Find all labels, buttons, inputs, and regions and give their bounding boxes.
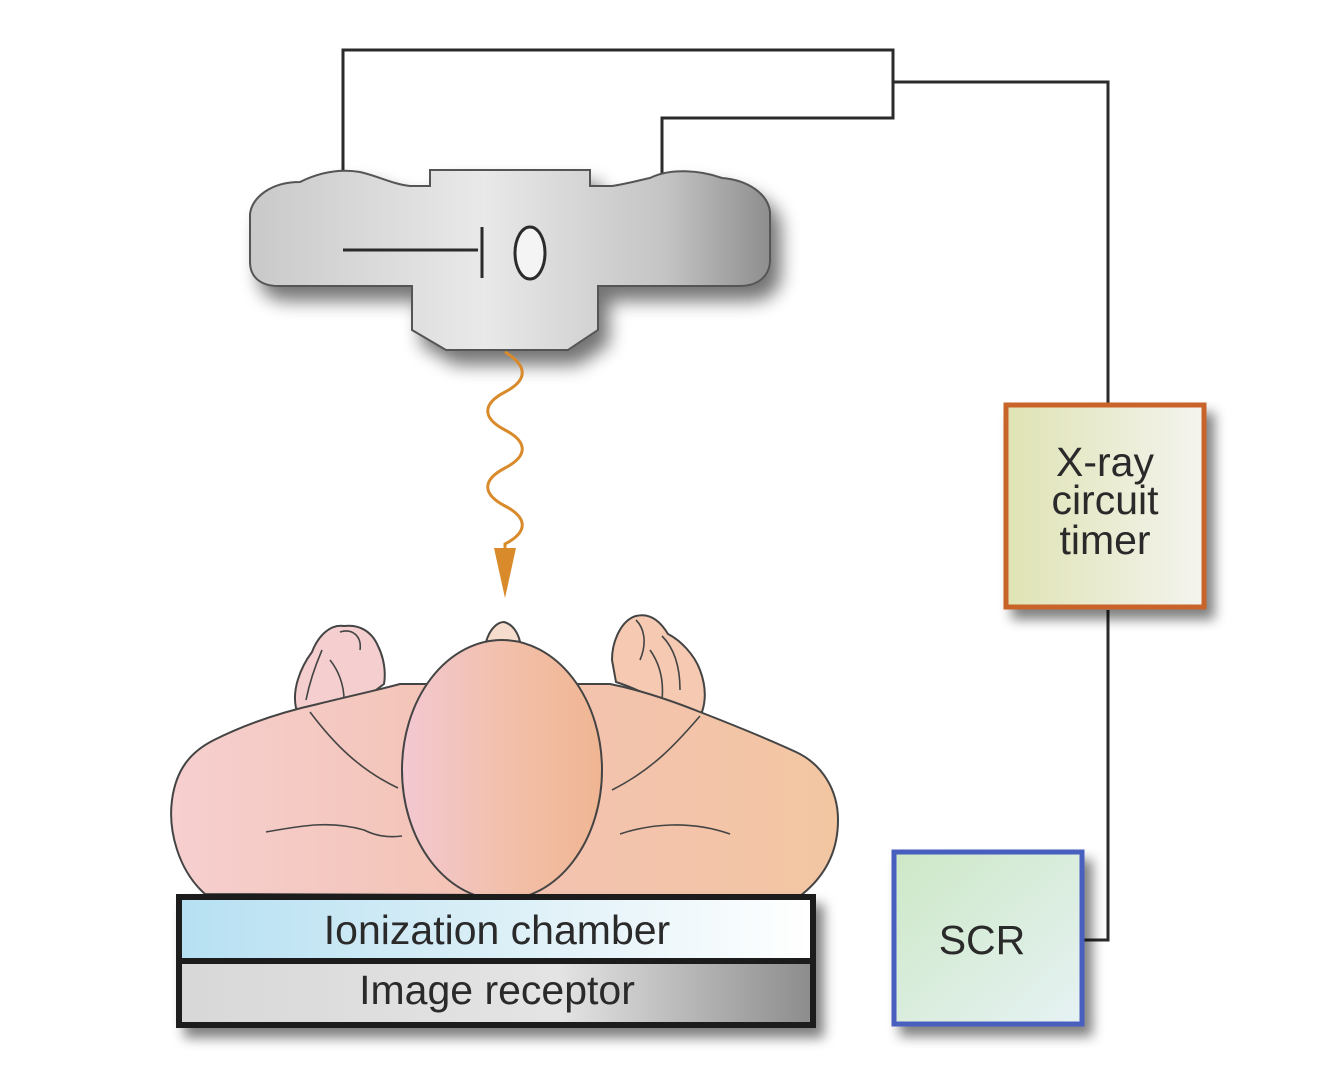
- tube-body: [249, 169, 771, 351]
- timer-label-line2: circuit: [1051, 477, 1159, 523]
- scr-unit: [891, 849, 1085, 1027]
- xray-arrowhead: [494, 548, 516, 598]
- wire-to-timer: [893, 80, 1110, 404]
- xray-wave: [486, 350, 524, 560]
- timer-box: [1003, 402, 1207, 610]
- patient: [170, 614, 840, 901]
- ionization-chamber-label: Ionization chamber: [324, 907, 670, 953]
- image-receptor-label: Image receptor: [359, 967, 635, 1013]
- wire-timer-to-scr: [1082, 610, 1110, 942]
- nose: [484, 620, 522, 643]
- ionization-chamber: [182, 900, 810, 958]
- timer-label-line3: timer: [1059, 517, 1150, 563]
- head: [401, 639, 603, 901]
- timer-label-line1: X-ray: [1056, 439, 1154, 485]
- detector-stack: [176, 894, 816, 1028]
- image-receptor: [182, 964, 810, 1022]
- tube-electrodes: [343, 225, 547, 281]
- scr-label: SCR: [939, 917, 1026, 963]
- xray-tube-housing: [249, 169, 771, 351]
- anode-target: [513, 225, 547, 281]
- xray-beam: [486, 350, 524, 598]
- scr-box: [891, 849, 1085, 1027]
- xray-circuit-timer: [1003, 402, 1207, 610]
